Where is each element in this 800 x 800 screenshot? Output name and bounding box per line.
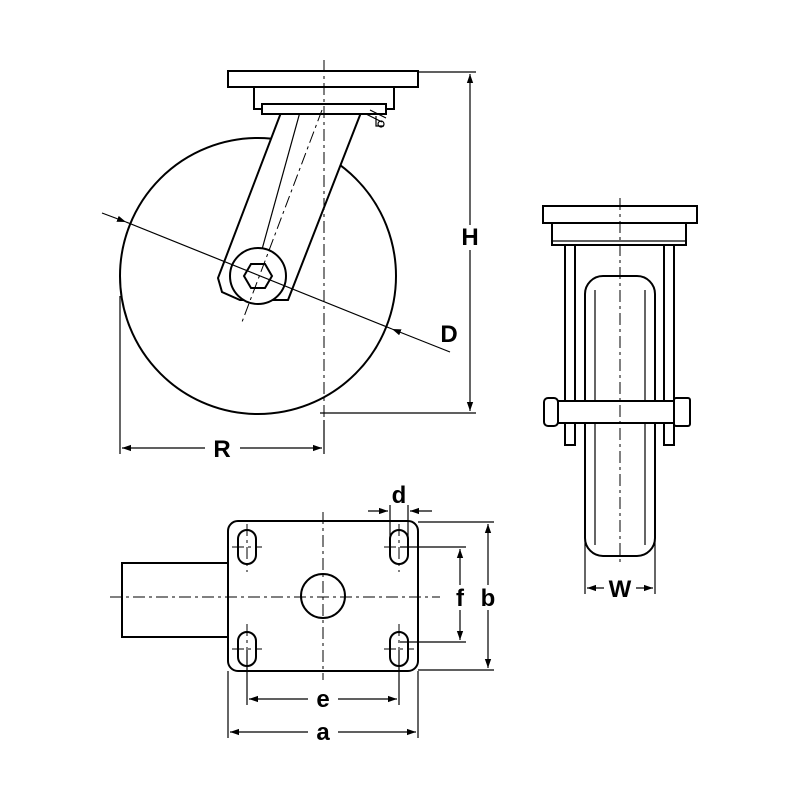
- front-axle: [547, 400, 689, 424]
- fork-leg-right: [663, 244, 675, 446]
- top-plate: [227, 70, 419, 88]
- grease-nipple-icon: [365, 109, 387, 127]
- fork-leg-left: [564, 244, 576, 446]
- front-view: W: [542, 198, 698, 603]
- front-bearing: [551, 222, 687, 246]
- axle-nut-right: [673, 397, 691, 427]
- axle-nut-icon: [242, 263, 274, 289]
- swivel-stem: [121, 562, 229, 638]
- dimension-label-D: D: [440, 321, 457, 348]
- top-view: d f b e a: [110, 482, 495, 746]
- diameter-arrow-right: [391, 328, 451, 353]
- dimension-label-R: R: [213, 436, 230, 463]
- dimension-label-a: a: [316, 719, 330, 746]
- dimension-label-e: e: [316, 686, 329, 713]
- axle-nut-left: [543, 397, 559, 427]
- dimension-label-f: f: [456, 585, 465, 612]
- fork-centerline: [241, 109, 323, 323]
- wheel: [119, 137, 397, 415]
- grease-nipple-tip: [377, 120, 385, 128]
- dimension-label-W: W: [609, 576, 632, 603]
- diameter-line: [125, 221, 393, 330]
- diameter-arrow-left: [101, 212, 127, 223]
- dimension-label-b: b: [481, 585, 496, 612]
- dimension-label-H: H: [461, 224, 478, 251]
- dimension-label-d: d: [392, 482, 407, 509]
- side-view: D H R: [101, 60, 479, 463]
